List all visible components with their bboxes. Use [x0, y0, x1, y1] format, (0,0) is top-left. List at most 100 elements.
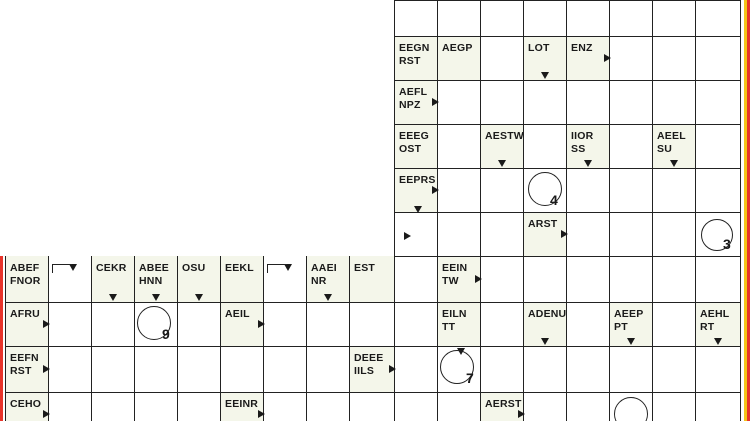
- answer-cell[interactable]: [695, 392, 740, 421]
- answer-cell[interactable]: [609, 36, 652, 80]
- answer-cell[interactable]: [566, 168, 609, 212]
- answer-cell[interactable]: [480, 212, 523, 256]
- solution-circle: [440, 350, 474, 384]
- solution-circle: [528, 172, 562, 206]
- answer-cell[interactable]: [394, 346, 437, 392]
- answer-cell[interactable]: [609, 80, 652, 124]
- answer-cell[interactable]: [609, 346, 652, 392]
- answer-cell[interactable]: [609, 168, 652, 212]
- answer-cell[interactable]: [695, 346, 740, 392]
- answer-cell[interactable]: [437, 0, 480, 36]
- answer-cell[interactable]: [48, 392, 91, 421]
- answer-cell[interactable]: [263, 256, 306, 302]
- answer-cell[interactable]: [437, 212, 480, 256]
- answer-cell[interactable]: [652, 212, 695, 256]
- answer-cell[interactable]: [437, 124, 480, 168]
- answer-cell[interactable]: [523, 256, 566, 302]
- answer-cell[interactable]: [394, 256, 437, 302]
- answer-cell[interactable]: [349, 302, 394, 346]
- answer-cell[interactable]: [480, 256, 523, 302]
- answer-cell[interactable]: [566, 392, 609, 421]
- arrow-down-icon: [669, 160, 678, 167]
- answer-cell[interactable]: [263, 346, 306, 392]
- answer-cell[interactable]: [652, 392, 695, 421]
- answer-cell[interactable]: [566, 346, 609, 392]
- answer-cell[interactable]: [609, 0, 652, 36]
- answer-cell[interactable]: [134, 346, 177, 392]
- answer-cell[interactable]: [652, 80, 695, 124]
- answer-cell[interactable]: [652, 256, 695, 302]
- answer-cell[interactable]: [177, 346, 220, 392]
- answer-cell[interactable]: [437, 392, 480, 421]
- answer-cell[interactable]: [609, 124, 652, 168]
- answer-cell[interactable]: [480, 36, 523, 80]
- answer-cell[interactable]: [652, 302, 695, 346]
- answer-cell[interactable]: [394, 392, 437, 421]
- answer-cell[interactable]: [695, 256, 740, 302]
- answer-cell[interactable]: [394, 302, 437, 346]
- answer-cell[interactable]: [523, 346, 566, 392]
- grid-line: [306, 256, 307, 421]
- arrow-down-icon: [540, 338, 549, 345]
- answer-cell[interactable]: [566, 256, 609, 302]
- answer-cell[interactable]: [91, 392, 134, 421]
- answer-cell[interactable]: [91, 346, 134, 392]
- answer-cell[interactable]: [652, 168, 695, 212]
- answer-cell[interactable]: [177, 302, 220, 346]
- answer-cell[interactable]: [48, 346, 91, 392]
- answer-cell[interactable]: [480, 0, 523, 36]
- answer-cell[interactable]: [566, 80, 609, 124]
- answer-cell[interactable]: [652, 346, 695, 392]
- answer-cell[interactable]: [306, 392, 349, 421]
- grid-line: [394, 168, 740, 169]
- answer-cell[interactable]: [566, 212, 609, 256]
- answer-cell[interactable]: [394, 212, 437, 256]
- answer-cell[interactable]: [695, 124, 740, 168]
- clue-cell: ENZ: [566, 36, 609, 80]
- arrow-right-icon: [43, 365, 50, 373]
- answer-cell[interactable]: [48, 302, 91, 346]
- clue-cell: AEFL NPZ: [394, 80, 437, 124]
- answer-cell[interactable]: [523, 392, 566, 421]
- answer-cell[interactable]: [695, 36, 740, 80]
- clue-cell: EEEG OST: [394, 124, 437, 168]
- answer-cell[interactable]: [695, 168, 740, 212]
- answer-cell[interactable]: [91, 302, 134, 346]
- answer-cell[interactable]: [437, 168, 480, 212]
- answer-cell[interactable]: [523, 80, 566, 124]
- grid-line: [394, 0, 740, 1]
- arrow-down-icon: [540, 72, 549, 79]
- answer-cell[interactable]: [652, 36, 695, 80]
- arrow-right-icon: [561, 230, 568, 238]
- arrow-right-icon: [258, 410, 265, 418]
- answer-cell[interactable]: [480, 302, 523, 346]
- grid-line: [652, 0, 653, 421]
- answer-cell[interactable]: [134, 392, 177, 421]
- grid-line: [91, 256, 92, 421]
- answer-cell[interactable]: [48, 256, 91, 302]
- answer-cell[interactable]: [263, 392, 306, 421]
- answer-cell[interactable]: [480, 346, 523, 392]
- answer-cell[interactable]: [394, 0, 437, 36]
- answer-cell[interactable]: [177, 392, 220, 421]
- answer-cell[interactable]: [306, 346, 349, 392]
- answer-cell[interactable]: [566, 0, 609, 36]
- answer-cell[interactable]: [695, 0, 740, 36]
- clue-text: AEEL SU: [657, 130, 686, 155]
- answer-cell[interactable]: [349, 392, 394, 421]
- answer-cell[interactable]: [220, 346, 263, 392]
- answer-cell[interactable]: [523, 0, 566, 36]
- answer-cell[interactable]: [695, 80, 740, 124]
- answer-cell[interactable]: [566, 302, 609, 346]
- answer-cell[interactable]: [437, 80, 480, 124]
- arrow-down-icon: [194, 294, 203, 301]
- answer-cell[interactable]: [480, 80, 523, 124]
- grid-line: [134, 256, 135, 421]
- answer-cell[interactable]: [306, 302, 349, 346]
- answer-cell[interactable]: [523, 124, 566, 168]
- answer-cell[interactable]: [263, 302, 306, 346]
- answer-cell[interactable]: [652, 0, 695, 36]
- answer-cell[interactable]: [609, 212, 652, 256]
- answer-cell[interactable]: [480, 168, 523, 212]
- answer-cell[interactable]: [609, 256, 652, 302]
